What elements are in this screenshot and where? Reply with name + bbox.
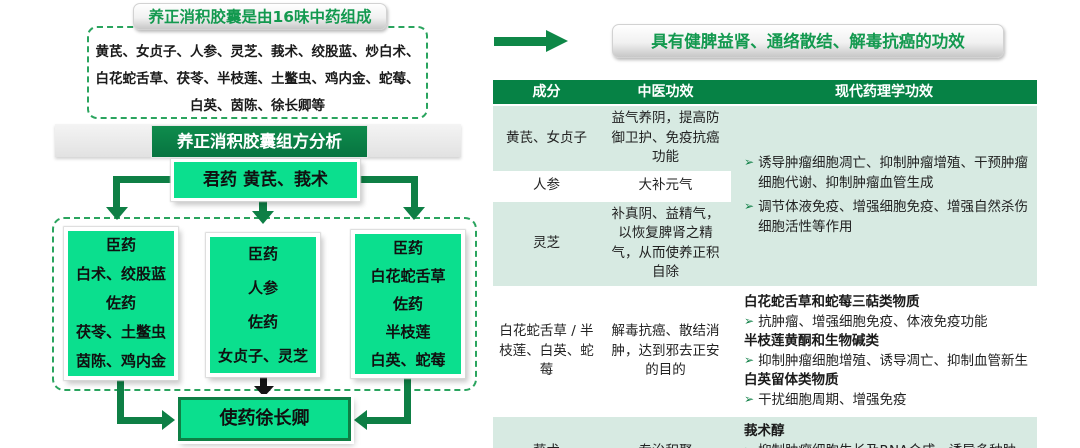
pharma-cell: 莪术醇 ➢ 抑制肿瘤细胞生长及RNA合成、诱导多种肿瘤细胞凋亡	[731, 417, 1037, 448]
arrow-left-icon	[354, 410, 367, 430]
minister-line: 人参	[247, 279, 278, 297]
pharma-bullet: ➢ 干扰细胞周期、增强免疫	[744, 391, 1029, 411]
minister-box-2: 臣药 人参 佐药 女贞子、灵芝	[206, 233, 320, 377]
table-row: 莪术 专治积聚 莪术醇 ➢ 抑制肿瘤细胞生长及RNA合成、诱导多种肿瘤细胞凋亡	[493, 417, 1037, 448]
arrow-down-black-icon	[254, 386, 274, 397]
tcm-cell: 大补元气	[600, 172, 731, 202]
connector-right-horizontal	[366, 417, 408, 424]
connector-king-right-vertical	[411, 176, 418, 209]
pharma-cell-merged: ➢ 诱导肿瘤细胞凋亡、抑制肿瘤增殖、干预肿瘤细胞代谢、抑制肿瘤血管生成 ➢ 调节…	[731, 106, 1037, 288]
minister-line: 佐药	[247, 313, 278, 331]
minister-line: 白花蛇舌草	[370, 267, 446, 285]
bullet-icon: ➢	[744, 352, 755, 367]
effects-table: 成分 中医功效 现代药理学功效 黄芪、女贞子 益气养阴，提高防御卫护、免疫抗癌功…	[493, 80, 1037, 448]
pharma-bullet-text: 调节体液免疫、增强细胞免疫、增强自然杀伤细胞活性等作用	[758, 199, 1029, 236]
minister-line: 女贞子、灵芝	[217, 347, 308, 365]
minister-box-3: 臣药 白花蛇舌草 佐药 半枝莲 白英、蛇莓	[351, 230, 465, 378]
minister-line: 茵陈、鸡内金	[75, 352, 166, 370]
connector-center-down	[260, 377, 267, 387]
tcm-cell: 专治积聚	[600, 417, 731, 448]
table-row: 灵芝 补真阴、益精气，以恢复脾肾之精气，从而使养正积自除	[493, 201, 1037, 288]
pharma-bullet-text: 干扰细胞周期、增强免疫	[758, 391, 907, 408]
minister-line: 佐药	[392, 295, 423, 313]
minister-line: 半枝莲	[385, 323, 431, 341]
connector-left-down	[117, 380, 124, 424]
minister-line: 臣药	[105, 236, 136, 254]
ingredient-cell: 灵芝	[493, 201, 600, 288]
pharma-heading: 莪术醇	[744, 423, 785, 440]
connector-king-left-vertical	[113, 176, 120, 209]
connector-king-left-horizontal	[113, 176, 175, 183]
minister-line: 白术、绞股蓝	[75, 265, 166, 283]
pharma-heading: 半枝莲黄酮和生物碱类	[744, 333, 879, 350]
table-row: 白花蛇舌草 / 半枝莲、白英、蛇莓 解毒抗癌、散结消肿，达到邪去正安的目的 白花…	[493, 287, 1037, 418]
analysis-title: 养正消积胶囊组方分析	[152, 126, 367, 157]
ingredient-cell: 白花蛇舌草 / 半枝莲、白英、蛇莓	[493, 287, 600, 418]
minister-line: 佐药	[105, 294, 136, 312]
pharma-bullet-text: 诱导肿瘤细胞凋亡、抑制肿瘤增殖、干预肿瘤细胞代谢、抑制肿瘤血管生成	[758, 155, 1029, 191]
herbs-line: 白花蛇舌草、茯苓、半枝莲、土鳖虫、鸡内金、蛇莓、	[95, 71, 420, 87]
pharma-bullet: ➢ 抗肿瘤、增强细胞免疫、体液免疫功能	[744, 313, 1029, 333]
herbs-banner: 养正消积胶囊是由16味中药组成	[133, 3, 387, 30]
herbs-line: 白英、茵陈、徐长卿等	[190, 98, 325, 114]
effects-banner: 具有健脾益肾、通络散结、解毒抗癌的功效	[612, 24, 1004, 58]
bullet-icon: ➢	[744, 391, 755, 406]
tcm-cell: 益气养阴，提高防御卫护、免疫抗癌功能	[600, 106, 731, 173]
arrow-down-icon	[403, 207, 425, 220]
ingredient-cell: 人参	[493, 172, 600, 202]
envoy-drug-box: 使药徐长卿	[178, 397, 351, 441]
herbs-list-panel: 黄芪、女贞子、人参、灵芝、莪术、绞股蓝、炒白术、 白花蛇舌草、茯苓、半枝莲、土鳖…	[87, 26, 428, 119]
transition-arrow-icon	[494, 37, 548, 46]
col-header-ingredient: 成分	[493, 80, 600, 106]
pharma-cell: 白花蛇舌草和蛇莓三萜类物质 ➢ 抗肿瘤、增强细胞免疫、体液免疫功能 半枝莲黄酮和…	[731, 287, 1037, 418]
table-row: 人参 大补元气	[493, 172, 1037, 202]
arrow-down-icon	[106, 207, 128, 220]
col-header-pharma: 现代药理学功效	[731, 80, 1037, 106]
tcm-cell: 解毒抗癌、散结消肿，达到邪去正安的目的	[600, 287, 731, 418]
bullet-icon: ➢	[744, 155, 755, 170]
pharma-bullet: ➢ 调节体液免疫、增强细胞免疫、增强自然杀伤细胞活性等作用	[744, 198, 1029, 237]
bullet-icon: ➢	[744, 442, 754, 448]
minister-line: 白英、蛇莓	[370, 351, 446, 369]
pharma-heading: 白英留体类物质	[744, 372, 839, 389]
arrow-right-icon	[162, 410, 175, 430]
connector-left-horizontal	[117, 417, 163, 424]
pharma-bullet: ➢ 诱导肿瘤细胞凋亡、抑制肿瘤增殖、干预肿瘤细胞代谢、抑制肿瘤血管生成	[744, 154, 1029, 193]
connector-king-center-vertical	[259, 201, 267, 212]
pharma-bullet: ➢ 抑制肿瘤细胞生长及RNA合成、诱导多种肿瘤细胞凋亡	[744, 442, 1029, 448]
king-drug-box: 君药 黄芪、莪术	[171, 159, 360, 201]
herbs-line: 黄芪、女贞子、人参、灵芝、莪术、绞股蓝、炒白术、	[95, 44, 420, 60]
bullet-icon: ➢	[744, 313, 755, 328]
ingredient-cell: 黄芪、女贞子	[493, 106, 600, 173]
pharma-bullet-text: 抑制肿瘤细胞生长及RNA合成、诱导多种肿瘤细胞凋亡	[758, 442, 1029, 448]
minister-line: 茯苓、土鳖虫	[75, 323, 166, 341]
pharma-bullet: ➢ 抑制肿瘤细胞增殖、诱导凋亡、抑制血管新生	[744, 352, 1029, 372]
table-row: 黄芪、女贞子 益气养阴，提高防御卫护、免疫抗癌功能 ➢ 诱导肿瘤细胞凋亡、抑制肿…	[493, 106, 1037, 288]
pharma-bullet-text: 抗肿瘤、增强细胞免疫、体液免疫功能	[758, 313, 988, 330]
minister-box-1: 臣药 白术、绞股蓝 佐药 茯苓、土鳖虫 茵陈、鸡内金	[64, 227, 178, 380]
connector-right-down	[404, 378, 411, 424]
pharma-bullet-text: 抑制肿瘤细胞增殖、诱导凋亡、抑制血管新生	[758, 352, 1029, 369]
transition-arrowhead-icon	[546, 30, 568, 52]
minister-line: 臣药	[392, 239, 423, 257]
connector-king-right-horizontal	[356, 176, 418, 183]
table-header-row: 成分 中医功效 现代药理学功效	[493, 80, 1037, 106]
ingredient-cell: 莪术	[493, 417, 600, 448]
tcm-cell: 补真阴、益精气，以恢复脾肾之精气，从而使养正积自除	[600, 201, 731, 288]
bullet-icon: ➢	[744, 199, 755, 214]
col-header-tcm: 中医功效	[600, 80, 731, 106]
arrow-down-icon	[252, 211, 274, 224]
minister-line: 臣药	[247, 245, 278, 263]
pharma-heading: 白花蛇舌草和蛇莓三萜类物质	[744, 293, 920, 310]
